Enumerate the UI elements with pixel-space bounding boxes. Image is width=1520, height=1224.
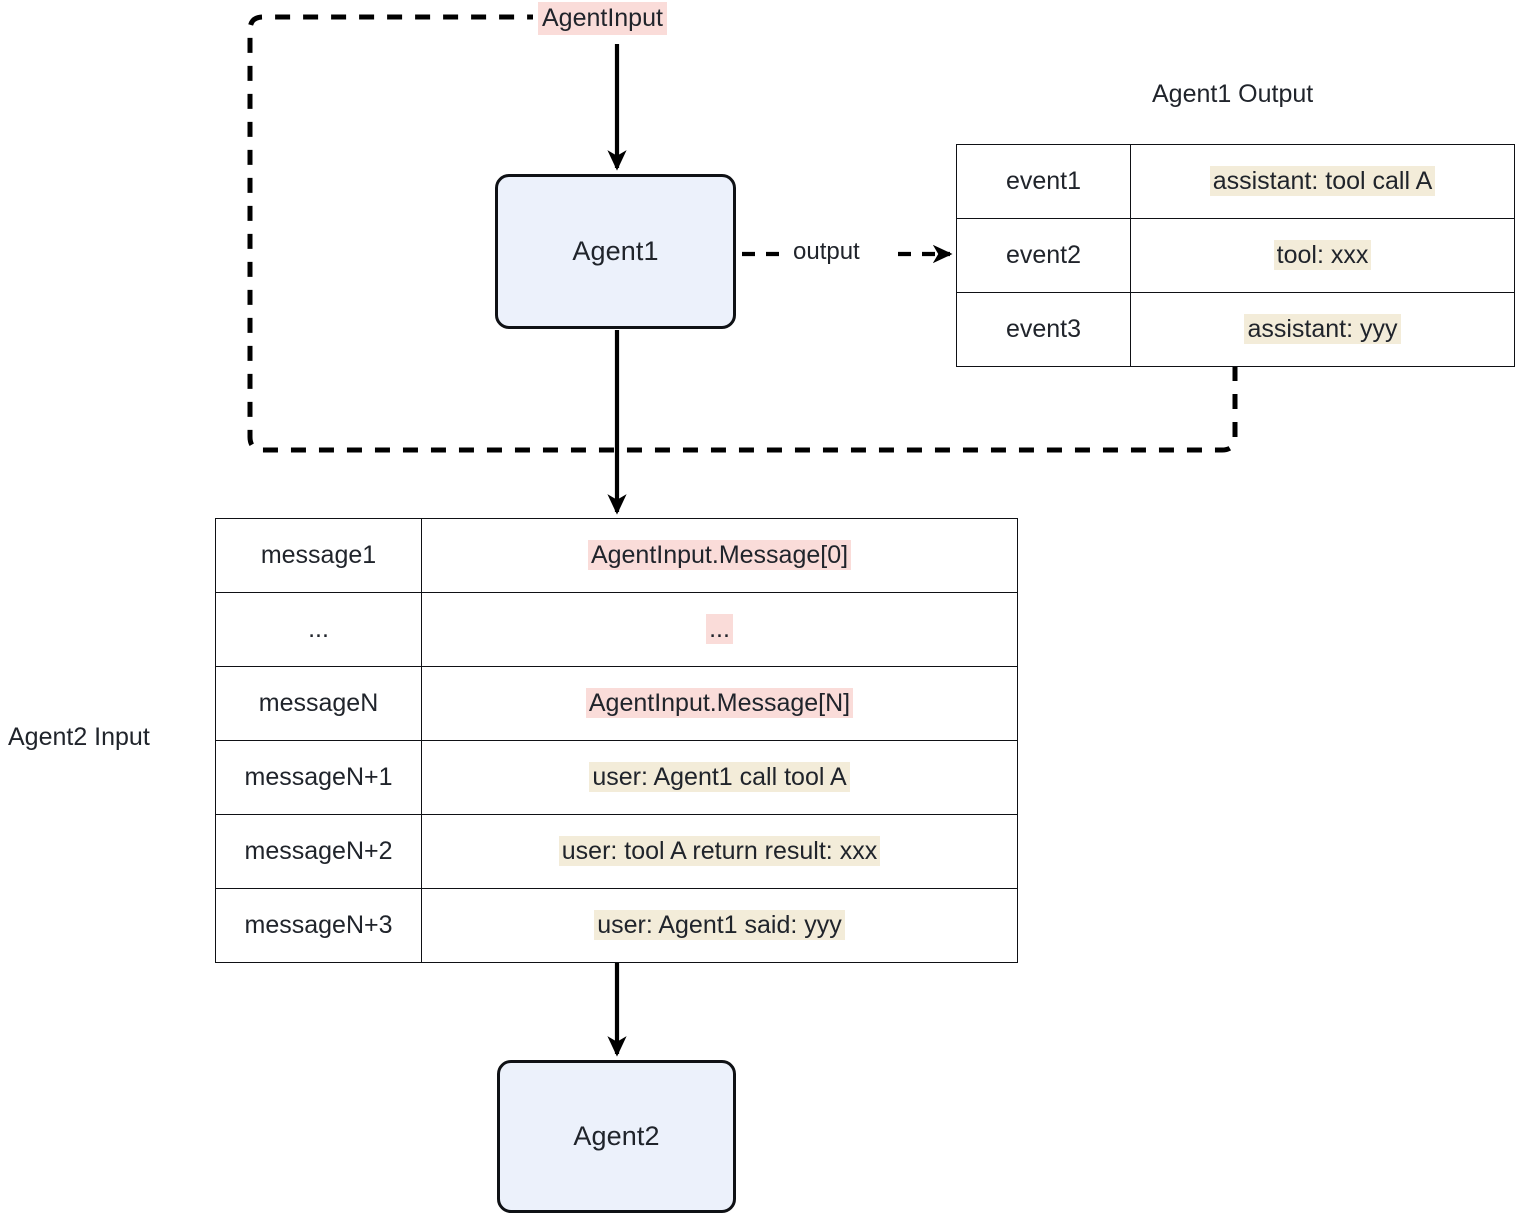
table-cell-value-highlight: assistant: yyy: [1244, 314, 1401, 344]
table-row: message1 AgentInput.Message[0]: [215, 518, 1018, 593]
table-row: event1 assistant: tool call A: [956, 144, 1515, 219]
table-cell-value-highlight: user: tool A return result: xxx: [558, 836, 881, 866]
table-cell-value-highlight: ...: [706, 614, 733, 644]
table-cell-key: messageN+1: [215, 740, 422, 815]
table-cell-key: event2: [956, 218, 1131, 293]
agent2-node-label: Agent2: [573, 1121, 660, 1151]
table-cell-value-highlight: AgentInput.Message[0]: [587, 540, 852, 570]
table-cell-value: AgentInput.Message[0]: [421, 518, 1018, 593]
table-row: ......: [215, 592, 1018, 667]
table-row: messageN+1 user: Agent1 call tool A: [215, 740, 1018, 815]
table-cell-value: assistant: tool call A: [1130, 144, 1515, 219]
agent1-output-title: Agent1 Output: [1152, 80, 1314, 108]
agent1-output-table-body: event1 assistant: tool call A event2 tool: …: [956, 144, 1515, 367]
table-cell-value: AgentInput.Message[N]: [421, 666, 1018, 741]
table-cell-key: ...: [215, 592, 422, 667]
table-cell-value-highlight: user: Agent1 call tool A: [589, 762, 850, 792]
agent1-output-table: event1 assistant: tool call A event2 tool: …: [956, 144, 1515, 367]
agent-input-label: AgentInput: [538, 2, 667, 35]
table-row: messageN AgentInput.Message[N]: [215, 666, 1018, 741]
table-cell-value: ...: [421, 592, 1018, 667]
table-cell-value-highlight: assistant: tool call A: [1209, 166, 1436, 196]
table-cell-value: user: tool A return result: xxx: [421, 814, 1018, 889]
output-edge-label: output: [793, 238, 860, 265]
agent2-node[interactable]: Agent2: [497, 1060, 736, 1213]
table-cell-value: tool: xxx: [1130, 218, 1515, 293]
table-cell-value: user: Agent1 call tool A: [421, 740, 1018, 815]
table-cell-key: messageN: [215, 666, 422, 741]
table-cell-key: event3: [956, 292, 1131, 367]
table-row: messageN+3 user: Agent1 said: yyy: [215, 888, 1018, 963]
agent2-input-title: Agent2 Input: [8, 723, 150, 751]
table-cell-key: messageN+3: [215, 888, 422, 963]
table-cell-key: messageN+2: [215, 814, 422, 889]
table-cell-value: user: Agent1 said: yyy: [421, 888, 1018, 963]
table-cell-key: event1: [956, 144, 1131, 219]
table-cell-value-highlight: tool: xxx: [1273, 240, 1372, 270]
table-row: messageN+2 user: tool A return result: xx…: [215, 814, 1018, 889]
table-row: event2 tool: xxx: [956, 218, 1515, 293]
table-cell-value: assistant: yyy: [1130, 292, 1515, 367]
agent1-node-label: Agent1: [572, 236, 659, 266]
agent1-node[interactable]: Agent1: [495, 174, 736, 329]
table-row: event3 assistant: yyy: [956, 292, 1515, 367]
table-cell-value-highlight: user: Agent1 said: yyy: [594, 910, 845, 940]
table-cell-value-highlight: AgentInput.Message[N]: [585, 688, 854, 718]
table-cell-key: message1: [215, 518, 422, 593]
